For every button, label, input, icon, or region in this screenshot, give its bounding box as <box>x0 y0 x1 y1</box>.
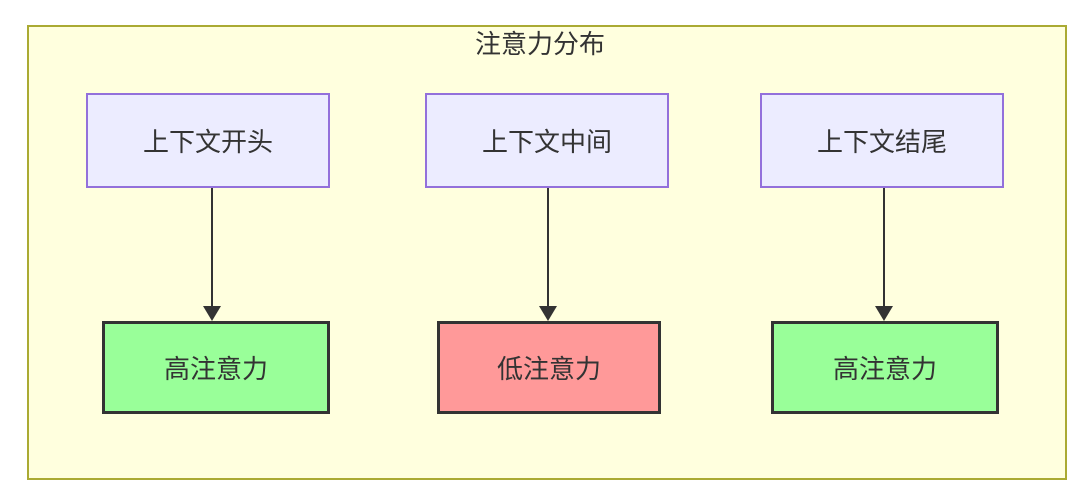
node-high-attention-right-label: 高注意力 <box>832 354 937 384</box>
node-context-start-label: 上下文开头 <box>142 127 273 157</box>
node-context-end-label: 上下文结尾 <box>816 127 947 157</box>
node-context-end: 上下文结尾 <box>760 93 1004 188</box>
node-low-attention-middle: 低注意力 <box>437 321 661 414</box>
node-context-start: 上下文开头 <box>86 93 330 188</box>
diagram-title: 注意力分布 <box>474 29 605 59</box>
node-high-attention-right: 高注意力 <box>771 321 999 414</box>
node-high-attention-left-label: 高注意力 <box>163 354 268 384</box>
node-high-attention-left: 高注意力 <box>102 321 330 414</box>
node-context-middle-label: 上下文中间 <box>481 127 612 157</box>
node-context-middle: 上下文中间 <box>425 93 669 188</box>
node-low-attention-middle-label: 低注意力 <box>496 354 601 384</box>
